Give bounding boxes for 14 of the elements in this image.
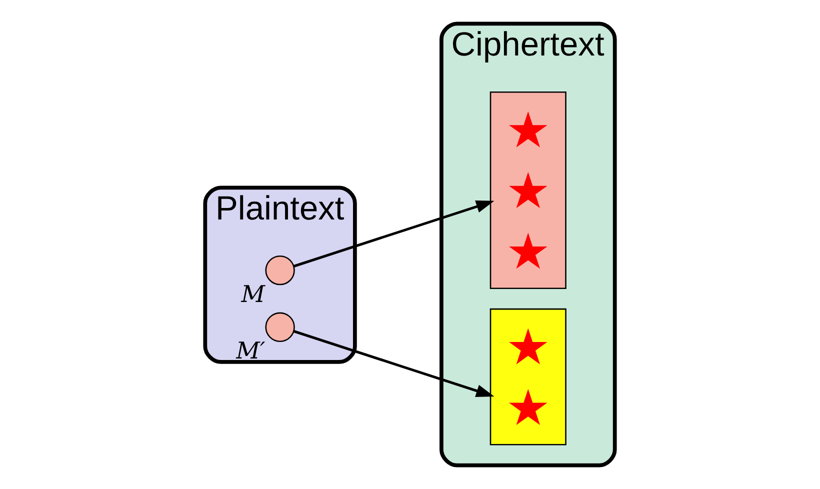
cluster — [490, 92, 566, 290]
arrow — [293, 200, 494, 268]
node-star — [508, 111, 548, 148]
arrow — [293, 330, 494, 397]
node-circle — [265, 255, 295, 286]
node-star — [508, 328, 548, 364]
node-star — [508, 232, 548, 269]
node-circle — [265, 312, 295, 342]
cluster: Ciphertext — [440, 22, 617, 468]
node-star — [508, 388, 548, 425]
cluster — [490, 308, 566, 446]
node-label: M — [241, 280, 266, 308]
node-star — [508, 172, 548, 208]
node-label: M′ — [236, 338, 266, 365]
